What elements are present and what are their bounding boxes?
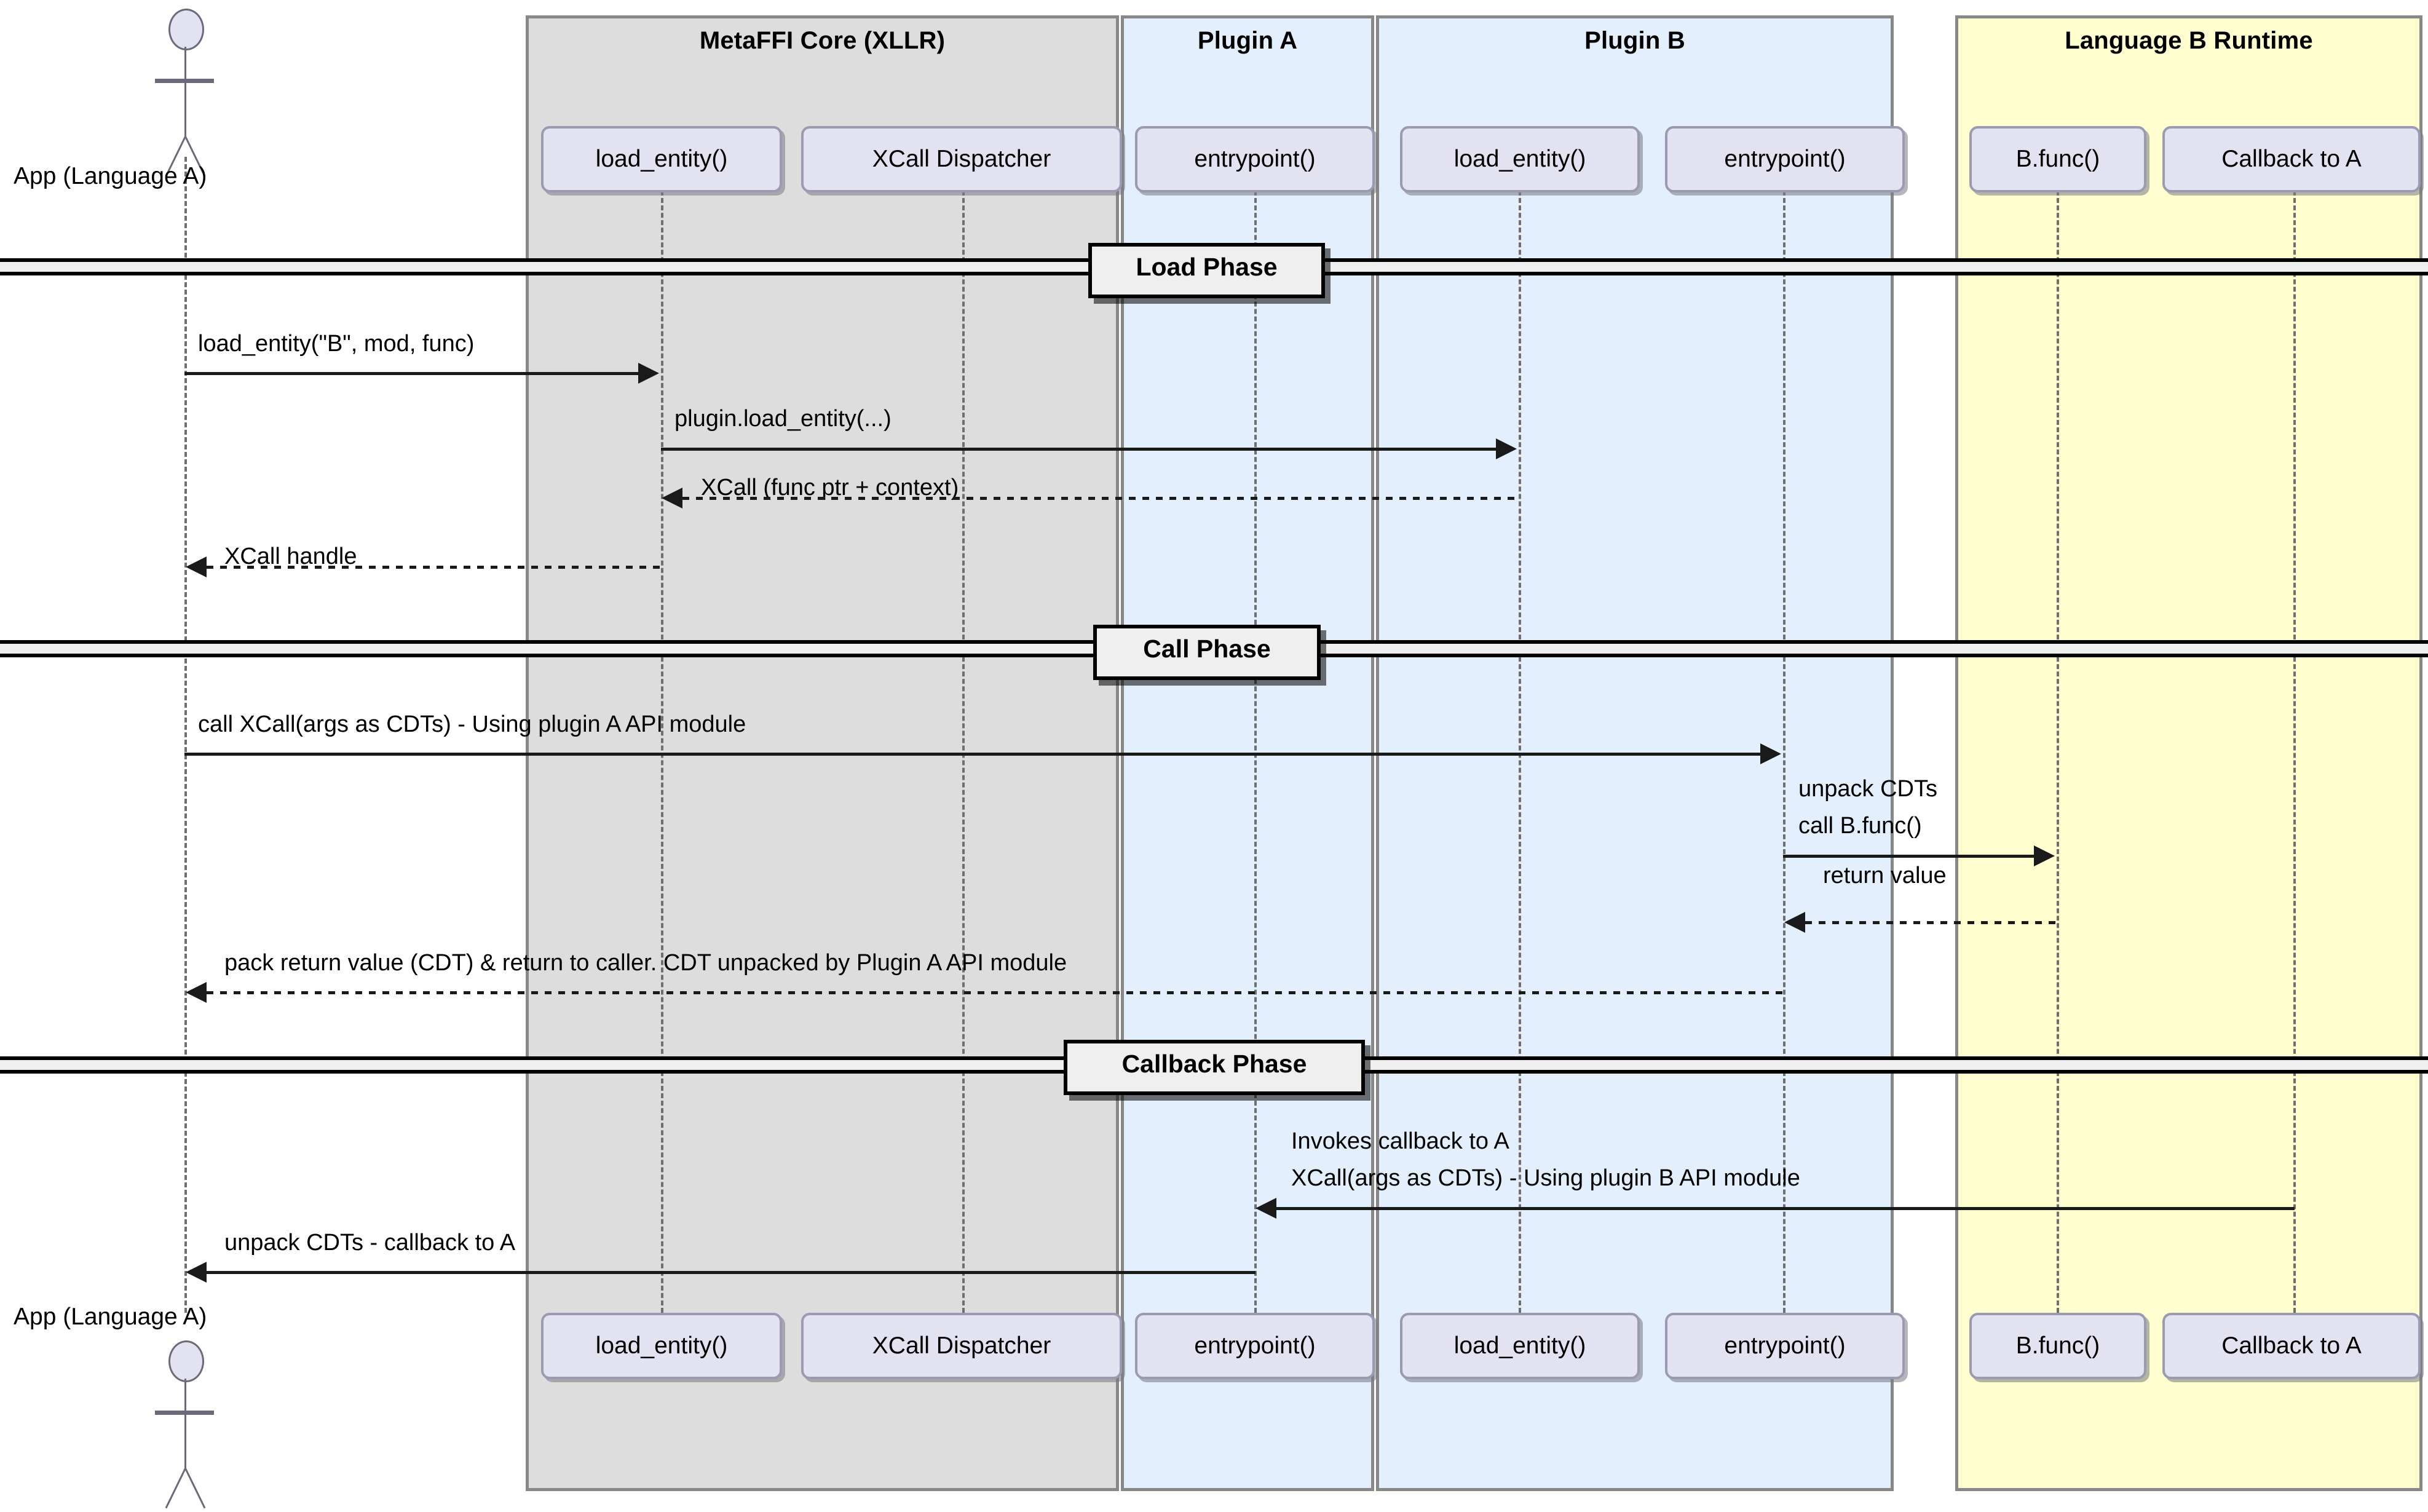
message-label-m5: call XCall(args as CDTs) - Using plugin … [198,711,746,737]
group-language-b-runtime: Language B Runtime [1955,15,2422,1491]
participant-core-load-entity-bottom[interactable]: load_entity() [541,1313,782,1379]
participant-plugin-b-entrypoint-bottom[interactable]: entrypoint() [1665,1313,1905,1379]
phase-label-callback-phase: Callback Phase [1064,1040,1365,1095]
actor-leg-right-icon [184,1468,206,1509]
participant-plugin-a-entrypoint-bottom[interactable]: entrypoint() [1135,1313,1375,1379]
participant-plugin-b-load-entity-bottom[interactable]: load_entity() [1400,1313,1640,1379]
lifeline-actor [184,157,187,1313]
lifeline-plugin-a-entrypoint [1254,191,1257,1313]
actor-arms-icon [155,79,214,83]
message-label-m2: plugin.load_entity(...) [674,406,892,432]
message-arrowhead-m1 [638,363,659,384]
participant-plugin-b-entrypoint-top[interactable]: entrypoint() [1665,126,1905,192]
lifeline-callback-to-a [2293,191,2296,1313]
participant-xcall-dispatcher-bottom[interactable]: XCall Dispatcher [801,1313,1122,1379]
message-line-m4 [207,566,662,569]
lifeline-xcall-dispatcher [962,191,965,1313]
message-line-m6 [1783,855,2034,858]
lifeline-plugin-b-entrypoint [1783,191,1785,1313]
message-arrowhead-m10 [186,1262,207,1283]
participant-label: entrypoint() [1724,146,1846,172]
participant-label: entrypoint() [1724,1332,1846,1359]
lifeline-b-func [2057,191,2059,1313]
message-line-m7 [1805,921,2056,924]
participant-label: load_entity() [1453,146,1586,172]
message-label-m6-line1: unpack CDTs [1798,776,1937,802]
message-label-m7: return value [1823,863,1947,889]
actor-app-language-a-bottom: App (Language A) [0,1304,381,1512]
actor-body-icon [184,47,186,138]
participant-label: load_entity() [595,1332,728,1359]
message-line-m8 [207,991,1784,994]
message-line-m3 [682,497,1520,500]
participant-label: load_entity() [1453,1332,1586,1359]
message-label-m6-line2: call B.func() [1798,813,1922,839]
message-label-m10: unpack CDTs - callback to A [224,1230,516,1256]
message-arrowhead-m4 [186,556,207,577]
message-label-m4: XCall handle [224,544,357,569]
message-line-m2 [661,448,1496,451]
message-arrowhead-m7 [1784,912,1805,933]
message-label-m8: pack return value (CDT) & return to call… [224,950,1067,976]
actor-leg-left-icon [165,1468,186,1509]
participant-xcall-dispatcher-top[interactable]: XCall Dispatcher [801,126,1122,192]
message-arrowhead-m8 [186,982,207,1003]
message-label-m9-line2: XCall(args as CDTs) - Using plugin B API… [1291,1165,1800,1191]
message-line-m5 [184,753,1760,756]
message-line-m9 [1276,1207,2295,1210]
participant-label: XCall Dispatcher [872,1332,1051,1359]
phase-label-load-phase: Load Phase [1088,243,1325,298]
participant-label: load_entity() [595,146,728,172]
message-arrowhead-m5 [1760,743,1781,764]
lifeline-core-load-entity [661,191,663,1313]
participant-label: XCall Dispatcher [872,146,1051,172]
actor-body-icon [184,1379,186,1470]
actor-app-language-a-top: App (Language A) [0,0,381,189]
message-line-m1 [184,372,638,375]
message-line-m10 [207,1271,1256,1274]
message-arrowhead-m3 [662,488,682,509]
participant-callback-to-a-bottom[interactable]: Callback to A [2162,1313,2421,1379]
group-title-plugin-b: Plugin B [1584,27,1685,54]
actor-label-top: App (Language A) [14,163,207,189]
participant-label: B.func() [2015,1332,2100,1359]
actor-head-icon [168,9,204,50]
participant-b-func-top[interactable]: B.func() [1969,126,2146,192]
participant-label: entrypoint() [1194,146,1316,172]
message-arrowhead-m2 [1496,438,1517,459]
participant-b-func-bottom[interactable]: B.func() [1969,1313,2146,1379]
message-arrowhead-m9 [1256,1198,1276,1219]
actor-arms-icon [155,1411,214,1415]
participant-plugin-a-entrypoint-top[interactable]: entrypoint() [1135,126,1375,192]
lifeline-plugin-b-load-entity [1519,191,1521,1313]
participant-label: B.func() [2015,146,2100,172]
participant-label: Callback to A [2221,1332,2362,1359]
group-title-metaffi-core: MetaFFI Core (XLLR) [699,27,946,54]
message-arrowhead-m6 [2034,845,2055,866]
participant-core-load-entity-top[interactable]: load_entity() [541,126,782,192]
group-title-language-b-runtime: Language B Runtime [2065,27,2313,54]
actor-head-icon [168,1340,204,1382]
participant-label: Callback to A [2221,146,2362,172]
participant-label: entrypoint() [1194,1332,1316,1359]
participant-callback-to-a-top[interactable]: Callback to A [2162,126,2421,192]
group-title-plugin-a: Plugin A [1197,27,1298,54]
message-label-m3: XCall (func ptr + context) [701,475,959,501]
message-label-m1: load_entity("B", mod, func) [198,331,475,357]
participant-plugin-b-load-entity-top[interactable]: load_entity() [1400,126,1640,192]
phase-label-call-phase: Call Phase [1093,625,1321,680]
actor-label-bottom: App (Language A) [14,1304,207,1330]
message-label-m9-line1: Invokes callback to A [1291,1128,1509,1154]
